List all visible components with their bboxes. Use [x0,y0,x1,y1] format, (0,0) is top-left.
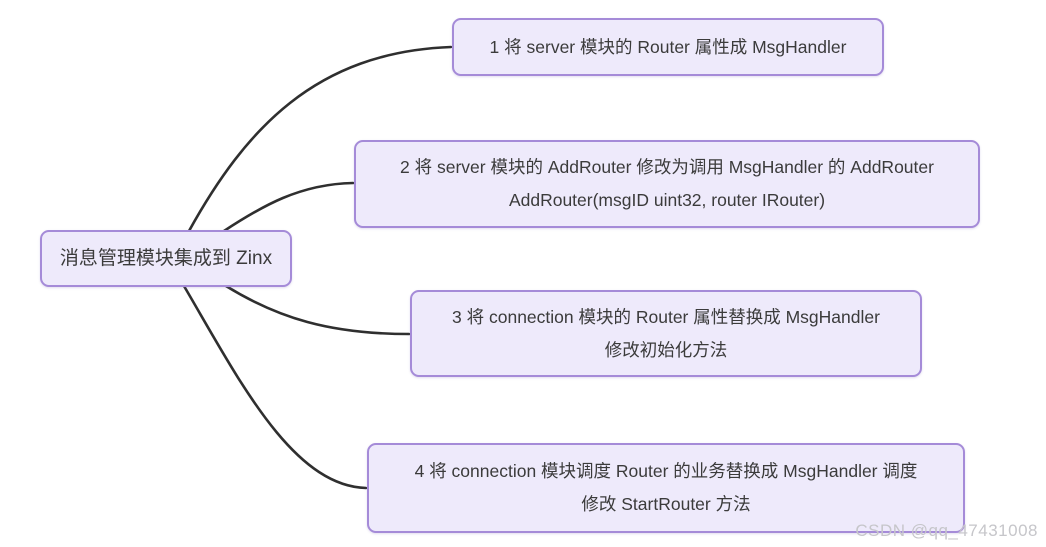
branch-node-3[interactable]: 3 将 connection 模块的 Router 属性替换成 MsgHandl… [410,290,922,377]
branch-node-2-label-line-2: AddRouter(msgID uint32, router IRouter) [508,190,826,210]
edge-root-to-node-3 [224,284,411,336]
edge-root-to-node-4 [182,284,368,490]
branch-node-1-label: 1 将 server 模块的 Router 属性成 MsgHandler [489,36,847,57]
branch-node-4-label-line-1: 4 将 connection 模块调度 Router 的业务替换成 MsgHan… [414,461,918,481]
branch-node-2-label-line-1: 2 将 server 模块的 AddRouter 修改为调用 MsgHandle… [400,157,934,177]
branch-node-2[interactable]: 2 将 server 模块的 AddRouter 修改为调用 MsgHandle… [354,140,980,228]
root-node-label: 消息管理模块集成到 Zinx [59,248,273,269]
edge-root-to-node-2 [222,181,355,233]
branch-node-1[interactable]: 1 将 server 模块的 Router 属性成 MsgHandler [452,18,884,76]
branch-node-4-label-line-2: 修改 StartRouter 方法 [581,494,751,514]
branch-node-3-label-line-2: 修改初始化方法 [604,339,728,360]
root-node[interactable]: 消息管理模块集成到 Zinx [40,230,292,287]
csdn-watermark: CSDN @qq_47431008 [855,521,1038,540]
branch-node-4[interactable]: 4 将 connection 模块调度 Router 的业务替换成 MsgHan… [367,443,965,533]
branch-node-3-label-line-1: 3 将 connection 模块的 Router 属性替换成 MsgHandl… [452,306,880,327]
